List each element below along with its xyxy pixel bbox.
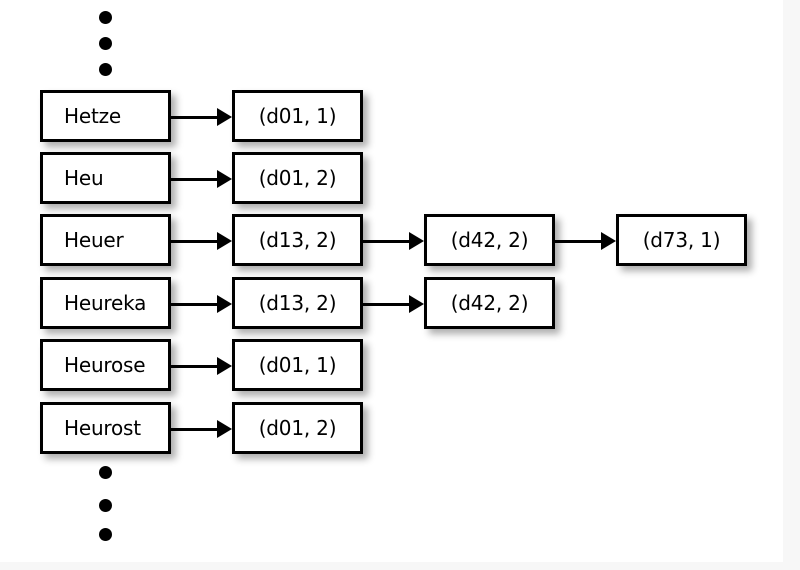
arrow-heu-to-d01-2: [171, 178, 217, 181]
posting-c1-r6: (d01, 2): [232, 402, 363, 454]
term-heuer: Heuer: [40, 214, 171, 266]
dictionary-term-label: Heuer: [64, 228, 124, 252]
posting-label: (d01, 2): [258, 416, 337, 440]
dictionary-term-label: Heu: [64, 166, 104, 190]
dictionary-term-label: Heurost: [64, 416, 141, 440]
arrow-d13-2-to-d42-2-lower: [363, 303, 409, 306]
posting-c3-r3: (d73, 1): [616, 214, 747, 266]
term-hetze: Hetze: [40, 90, 171, 142]
arrow-heureka-to-d13-2-arrowhead-icon: [217, 295, 232, 313]
vertical-ellipsis-above-dictionary-dot-3: [99, 63, 112, 76]
posting-label: (d73, 1): [642, 228, 721, 252]
term-heurose: Heurose: [40, 339, 171, 391]
dictionary-term-label: Heurose: [64, 353, 146, 377]
posting-label: (d13, 2): [258, 228, 337, 252]
arrow-d42-2-to-d73-1-arrowhead-icon: [601, 232, 616, 250]
vertical-ellipsis-below-dictionary-dot-1: [99, 466, 112, 479]
arrow-heurost-to-d01-2: [171, 428, 217, 431]
arrow-d13-2-to-d42-2-upper-arrowhead-icon: [409, 232, 424, 250]
arrow-d13-2-to-d42-2-upper: [363, 240, 409, 243]
dictionary-term-label: Heureka: [64, 291, 147, 315]
posting-c1-r1: (d01, 1): [232, 90, 363, 142]
vertical-ellipsis-above-dictionary-dot-1: [99, 11, 112, 24]
posting-c1-r5: (d01, 1): [232, 339, 363, 391]
arrow-d42-2-to-d73-1: [555, 240, 601, 243]
arrow-heuer-to-d13-2: [171, 240, 217, 243]
term-heu: Heu: [40, 152, 171, 204]
arrow-heurost-to-d01-2-arrowhead-icon: [217, 420, 232, 438]
vertical-ellipsis-below-dictionary-dot-2: [99, 499, 112, 512]
arrow-heureka-to-d13-2: [171, 303, 217, 306]
arrow-heuer-to-d13-2-arrowhead-icon: [217, 232, 232, 250]
posting-c1-r3: (d13, 2): [232, 214, 363, 266]
term-heureka: Heureka: [40, 277, 171, 329]
vertical-ellipsis-below-dictionary-dot-3: [99, 528, 112, 541]
term-heurost: Heurost: [40, 402, 171, 454]
arrow-heurose-to-d01-1-arrowhead-icon: [217, 357, 232, 375]
arrow-heurose-to-d01-1: [171, 365, 217, 368]
posting-label: (d01, 1): [258, 104, 337, 128]
posting-label: (d42, 2): [450, 291, 529, 315]
arrow-hetze-to-d01-1: [171, 116, 217, 119]
arrow-heu-to-d01-2-arrowhead-icon: [217, 170, 232, 188]
posting-label: (d01, 1): [258, 353, 337, 377]
arrow-hetze-to-d01-1-arrowhead-icon: [217, 108, 232, 126]
posting-c2-r4: (d42, 2): [424, 277, 555, 329]
dictionary-term-label: Hetze: [64, 104, 121, 128]
arrow-d13-2-to-d42-2-lower-arrowhead-icon: [409, 295, 424, 313]
posting-label: (d42, 2): [450, 228, 529, 252]
posting-c1-r2: (d01, 2): [232, 152, 363, 204]
posting-c1-r4: (d13, 2): [232, 277, 363, 329]
vertical-ellipsis-above-dictionary-dot-2: [99, 37, 112, 50]
posting-label: (d13, 2): [258, 291, 337, 315]
posting-c2-r3: (d42, 2): [424, 214, 555, 266]
posting-label: (d01, 2): [258, 166, 337, 190]
